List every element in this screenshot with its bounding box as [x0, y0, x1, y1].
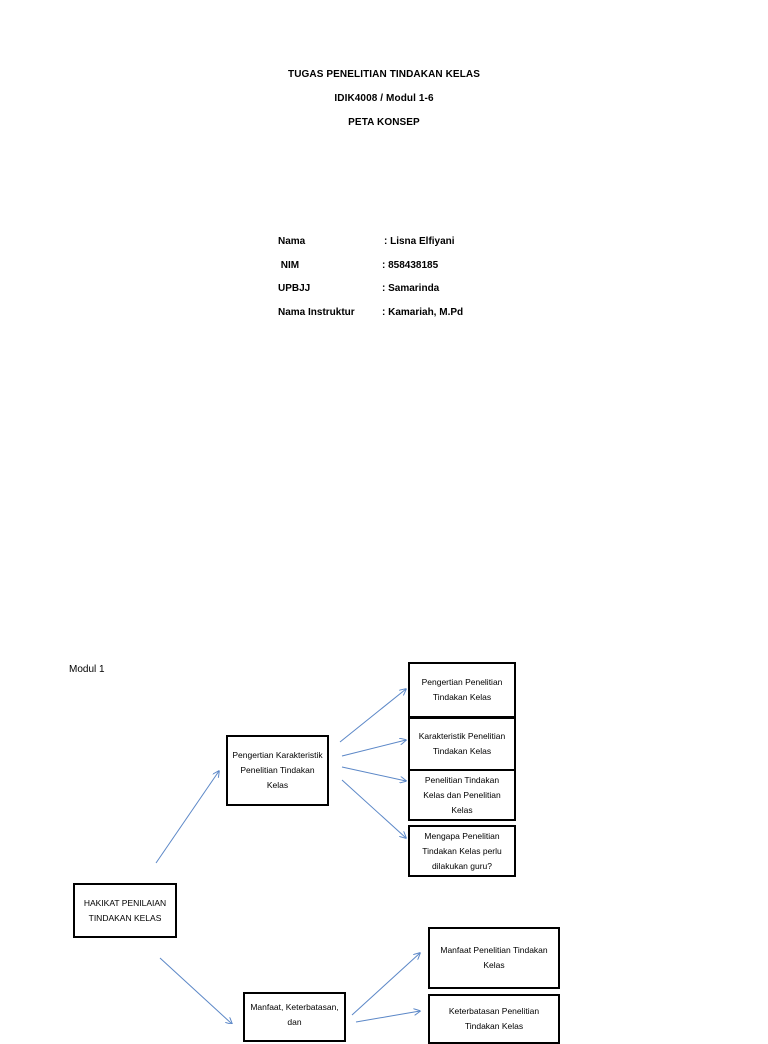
- arrow-branch1-to-child2: [341, 740, 406, 757]
- info-value: : Samarinda: [382, 283, 440, 294]
- arrow-branch2-to-child2: [355, 1011, 420, 1023]
- arrow-branch1-to-child4: [341, 779, 406, 838]
- sub-concept-box: Pengertian Penelitian Tindakan Kelas: [408, 662, 516, 718]
- sub-concept-box: Keterbatasan Penelitian Tindakan Kelas: [428, 994, 560, 1044]
- arrow-branch1-to-child1: [339, 689, 406, 743]
- info-label: Nama Instruktur: [278, 307, 355, 318]
- root-concept-box: HAKIKAT PENILAIAN TINDAKAN KELAS: [73, 883, 177, 938]
- document-subtitle: PETA KONSEP: [348, 117, 420, 128]
- info-value: : Kamariah, M.Pd: [382, 307, 464, 318]
- document-title: TUGAS PENELITIAN TINDAKAN KELAS: [288, 69, 480, 80]
- arrow-branch1-to-child3: [341, 766, 406, 781]
- info-label: Nama: [278, 236, 306, 247]
- branch-concept-box: Manfaat, Keterbatasan, dan: [243, 992, 346, 1042]
- module-label: Modul 1: [69, 664, 105, 675]
- info-value: : 858438185: [382, 260, 439, 271]
- arrow-branch2-to-child1: [351, 953, 420, 1016]
- sub-concept-box: Karakteristik Penelitian Tindakan Kelas: [408, 717, 516, 771]
- arrow-root-to-branch2: [159, 957, 232, 1024]
- branch-concept-box: Pengertian Karakteristik Penelitian Tind…: [226, 735, 329, 806]
- info-value: : Lisna Elfiyani: [384, 236, 455, 247]
- sub-concept-box: Mengapa Penelitian Tindakan Kelas perlu …: [408, 825, 516, 877]
- arrow-root-to-branch1: [155, 771, 219, 864]
- info-label: UPBJJ: [278, 283, 311, 294]
- sub-concept-box: Penelitian Tindakan Kelas dan Penelitian…: [408, 769, 516, 821]
- course-code: IDIK4008 / Modul 1-6: [334, 93, 434, 104]
- info-label: NIM: [278, 260, 300, 271]
- sub-concept-box: Manfaat Penelitian Tindakan Kelas: [428, 927, 560, 989]
